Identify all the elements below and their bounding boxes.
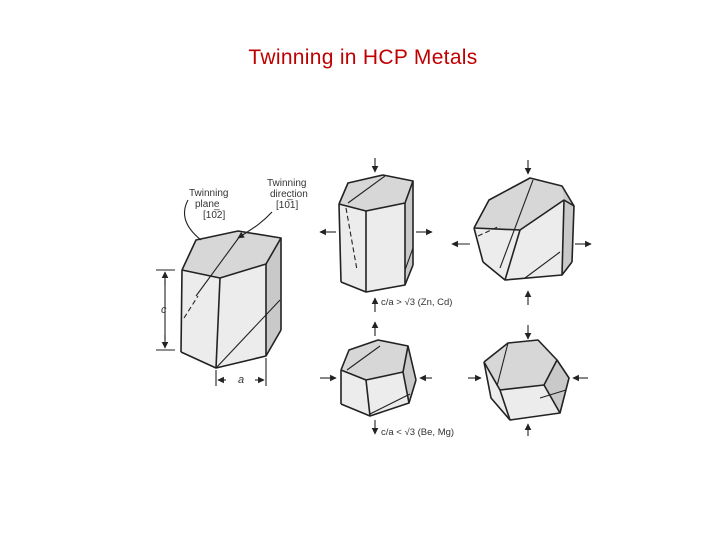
arrows-zn-cd-compression — [319, 158, 433, 312]
twinning-direction-index: [10̅1] — [276, 199, 298, 211]
case-greater-label: c/a > √3 (Zn, Cd) — [381, 297, 452, 308]
twinning-plane-annotation: Twinning plane [10̅2] — [183, 188, 228, 241]
twinning-direction-annotation: Twinning direction [10̅1] — [237, 178, 308, 239]
twinning-direction-label-2: direction — [270, 189, 308, 200]
prism-be-mg-compression — [483, 339, 570, 421]
c-axis-dimension: c — [156, 269, 175, 351]
twinning-plane-label: Twinning — [189, 188, 228, 199]
prism-be-mg-tension — [340, 339, 417, 417]
arrows-zn-cd-tension — [451, 160, 592, 305]
twinning-direction-label: Twinning — [267, 178, 306, 189]
large-hcp-prism — [180, 230, 282, 369]
twinning-plane-label-2: plane — [195, 199, 220, 210]
prism-zn-cd-compression — [338, 174, 414, 293]
twinning-plane-index: [10̅2] — [203, 209, 225, 221]
a-axis-dimension: a — [215, 358, 267, 386]
prism-zn-cd-tension — [473, 177, 575, 281]
case-less-label: c/a < √3 (Be, Mg) — [381, 427, 454, 438]
slide-title: Twinning in HCP Metals — [248, 46, 478, 69]
a-axis-label: a — [238, 374, 244, 386]
arrows-be-mg-tension — [320, 321, 432, 435]
arrows-be-mg-compression — [468, 325, 588, 436]
c-axis-label: c — [161, 304, 167, 316]
